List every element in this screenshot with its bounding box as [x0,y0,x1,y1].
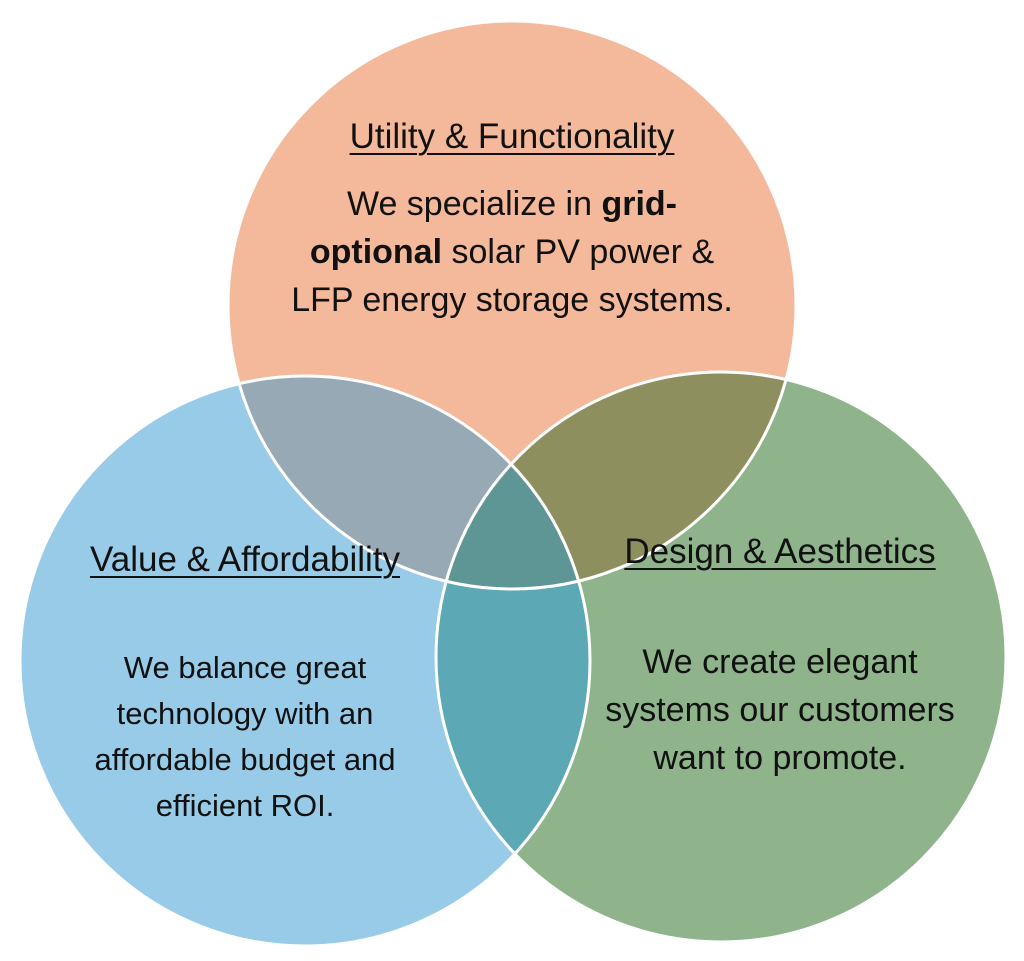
description-segment: solar PV power & LFP energy storage syst… [291,233,733,319]
value-affordability-description: We balance great technology with an affo… [60,645,430,829]
value-affordability-heading: Value & Affordability [89,540,400,579]
overlap-utility-design [436,372,796,589]
description-segment: We create elegant systems our customers … [605,643,955,777]
overlap-utility-value [228,376,590,589]
design-aesthetics-heading: Design & Aesthetics [624,532,936,571]
description-segment: We balance great technology with an affo… [94,650,396,823]
circle-outlines [18,19,1008,948]
utility-functionality-heading: Utility & Functionality [349,117,675,156]
description-segment: We specialize in [346,185,602,223]
description-segment: grid-optional [309,185,678,271]
utility-functionality-description: We specialize in grid-optional solar PV … [282,180,742,324]
design-aesthetics-description: We create elegant systems our customers … [585,638,975,782]
